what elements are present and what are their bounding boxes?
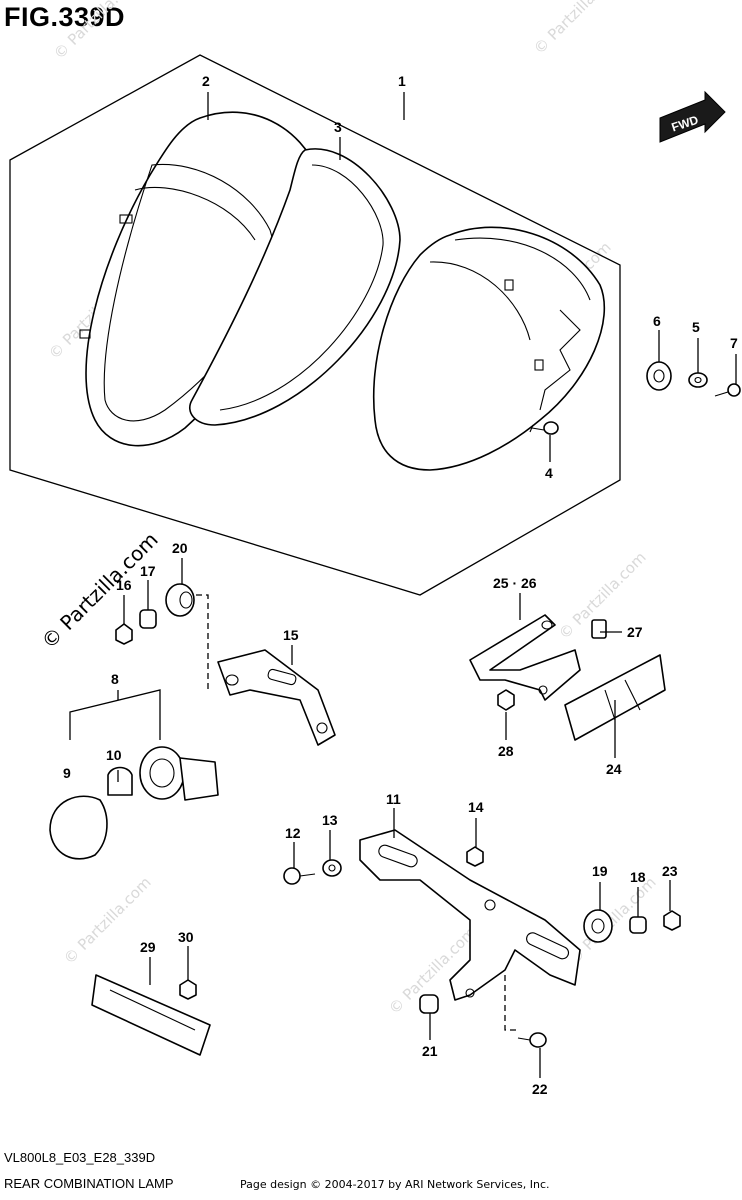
callout-19: 19 <box>592 863 608 879</box>
leader-8 <box>69 689 161 740</box>
part-bulb-10 <box>107 766 133 796</box>
part-grommet-19 <box>583 909 613 943</box>
part-washer-13 <box>322 859 342 877</box>
copyright-credit: Page design © 2004-2017 by ARI Network S… <box>240 1178 550 1191</box>
part-bracket-15 <box>217 649 336 746</box>
part-bracket-11 <box>359 829 581 1001</box>
leader-dash <box>504 975 518 1031</box>
part-grommet-6 <box>646 361 672 391</box>
part-reflector-29 <box>91 974 211 1056</box>
fwd-arrow-icon: FWD <box>659 90 726 143</box>
callout-13: 13 <box>322 812 338 828</box>
assembly-outline-box <box>9 54 621 596</box>
part-lens-9 <box>49 795 108 860</box>
part-collar-18 <box>629 916 647 934</box>
part-lens-frame <box>79 111 326 447</box>
callout-2: 2 <box>202 73 210 89</box>
callout-6: 6 <box>653 313 661 329</box>
callout-18: 18 <box>630 869 646 885</box>
part-bolt-22 <box>517 1032 547 1048</box>
callout-28: 28 <box>498 743 514 759</box>
part-socket-8 <box>139 746 219 801</box>
part-bracket-25-26 <box>469 614 581 701</box>
callout-9: 9 <box>63 765 71 781</box>
part-lamp-housing <box>372 226 605 471</box>
callout-21: 21 <box>422 1043 438 1059</box>
part-nut-16 <box>115 623 133 645</box>
callout-27: 27 <box>627 624 643 640</box>
part-bolt-27 <box>591 619 607 639</box>
callout-16: 16 <box>116 577 132 593</box>
callout-30: 30 <box>178 929 194 945</box>
leader-lines <box>117 92 737 1078</box>
callout-20: 20 <box>172 540 188 556</box>
callout-11: 11 <box>386 791 401 807</box>
callout-1: 1 <box>398 73 406 89</box>
watermark: © Partzilla.com <box>530 0 625 58</box>
callout-15: 15 <box>283 627 299 643</box>
callout-29: 29 <box>140 939 156 955</box>
part-collar-17 <box>139 609 157 629</box>
watermark: © Partzilla.com <box>50 0 145 63</box>
callout-10: 10 <box>106 747 122 763</box>
callout-4: 4 <box>545 465 553 481</box>
figure-name: REAR COMBINATION LAMP <box>4 1176 174 1191</box>
part-screw-7 <box>714 383 741 397</box>
figure-code: VL800L8_E03_E28_339D <box>4 1150 156 1165</box>
leader-dash <box>196 594 209 690</box>
part-nut-30 <box>179 979 197 1000</box>
watermark-dark: © Partzilla.com <box>37 527 163 653</box>
callout-8: 8 <box>111 671 119 687</box>
part-nut-14 <box>466 846 484 867</box>
callout-labels: 2 1 3 4 6 5 7 8 9 10 11 12 13 14 15 16 1… <box>63 73 738 1097</box>
part-reflector-24 <box>564 654 666 741</box>
callout-5: 5 <box>692 319 700 335</box>
callout-12: 12 <box>285 825 301 841</box>
part-washer-5 <box>688 372 708 388</box>
part-screw-4 <box>529 421 559 435</box>
part-grommet-20 <box>165 583 195 617</box>
part-gasket <box>189 148 401 426</box>
part-nut-28 <box>497 689 515 711</box>
callout-7: 7 <box>730 335 738 351</box>
callout-3: 3 <box>334 119 342 135</box>
watermark-layer: © Partzilla.com © Partzilla.com © Partzi… <box>37 0 660 1018</box>
callout-22: 22 <box>532 1081 548 1097</box>
callout-17: 17 <box>140 563 156 579</box>
callout-14: 14 <box>468 799 484 815</box>
part-bolt-12 <box>283 867 316 885</box>
callout-24: 24 <box>606 761 622 777</box>
callout-25-26: 25 · 26 <box>493 575 537 591</box>
part-nut-21 <box>419 994 439 1014</box>
figure-title: FIG.339D <box>4 2 126 32</box>
callout-23: 23 <box>662 863 678 879</box>
part-nut-23 <box>663 910 681 931</box>
